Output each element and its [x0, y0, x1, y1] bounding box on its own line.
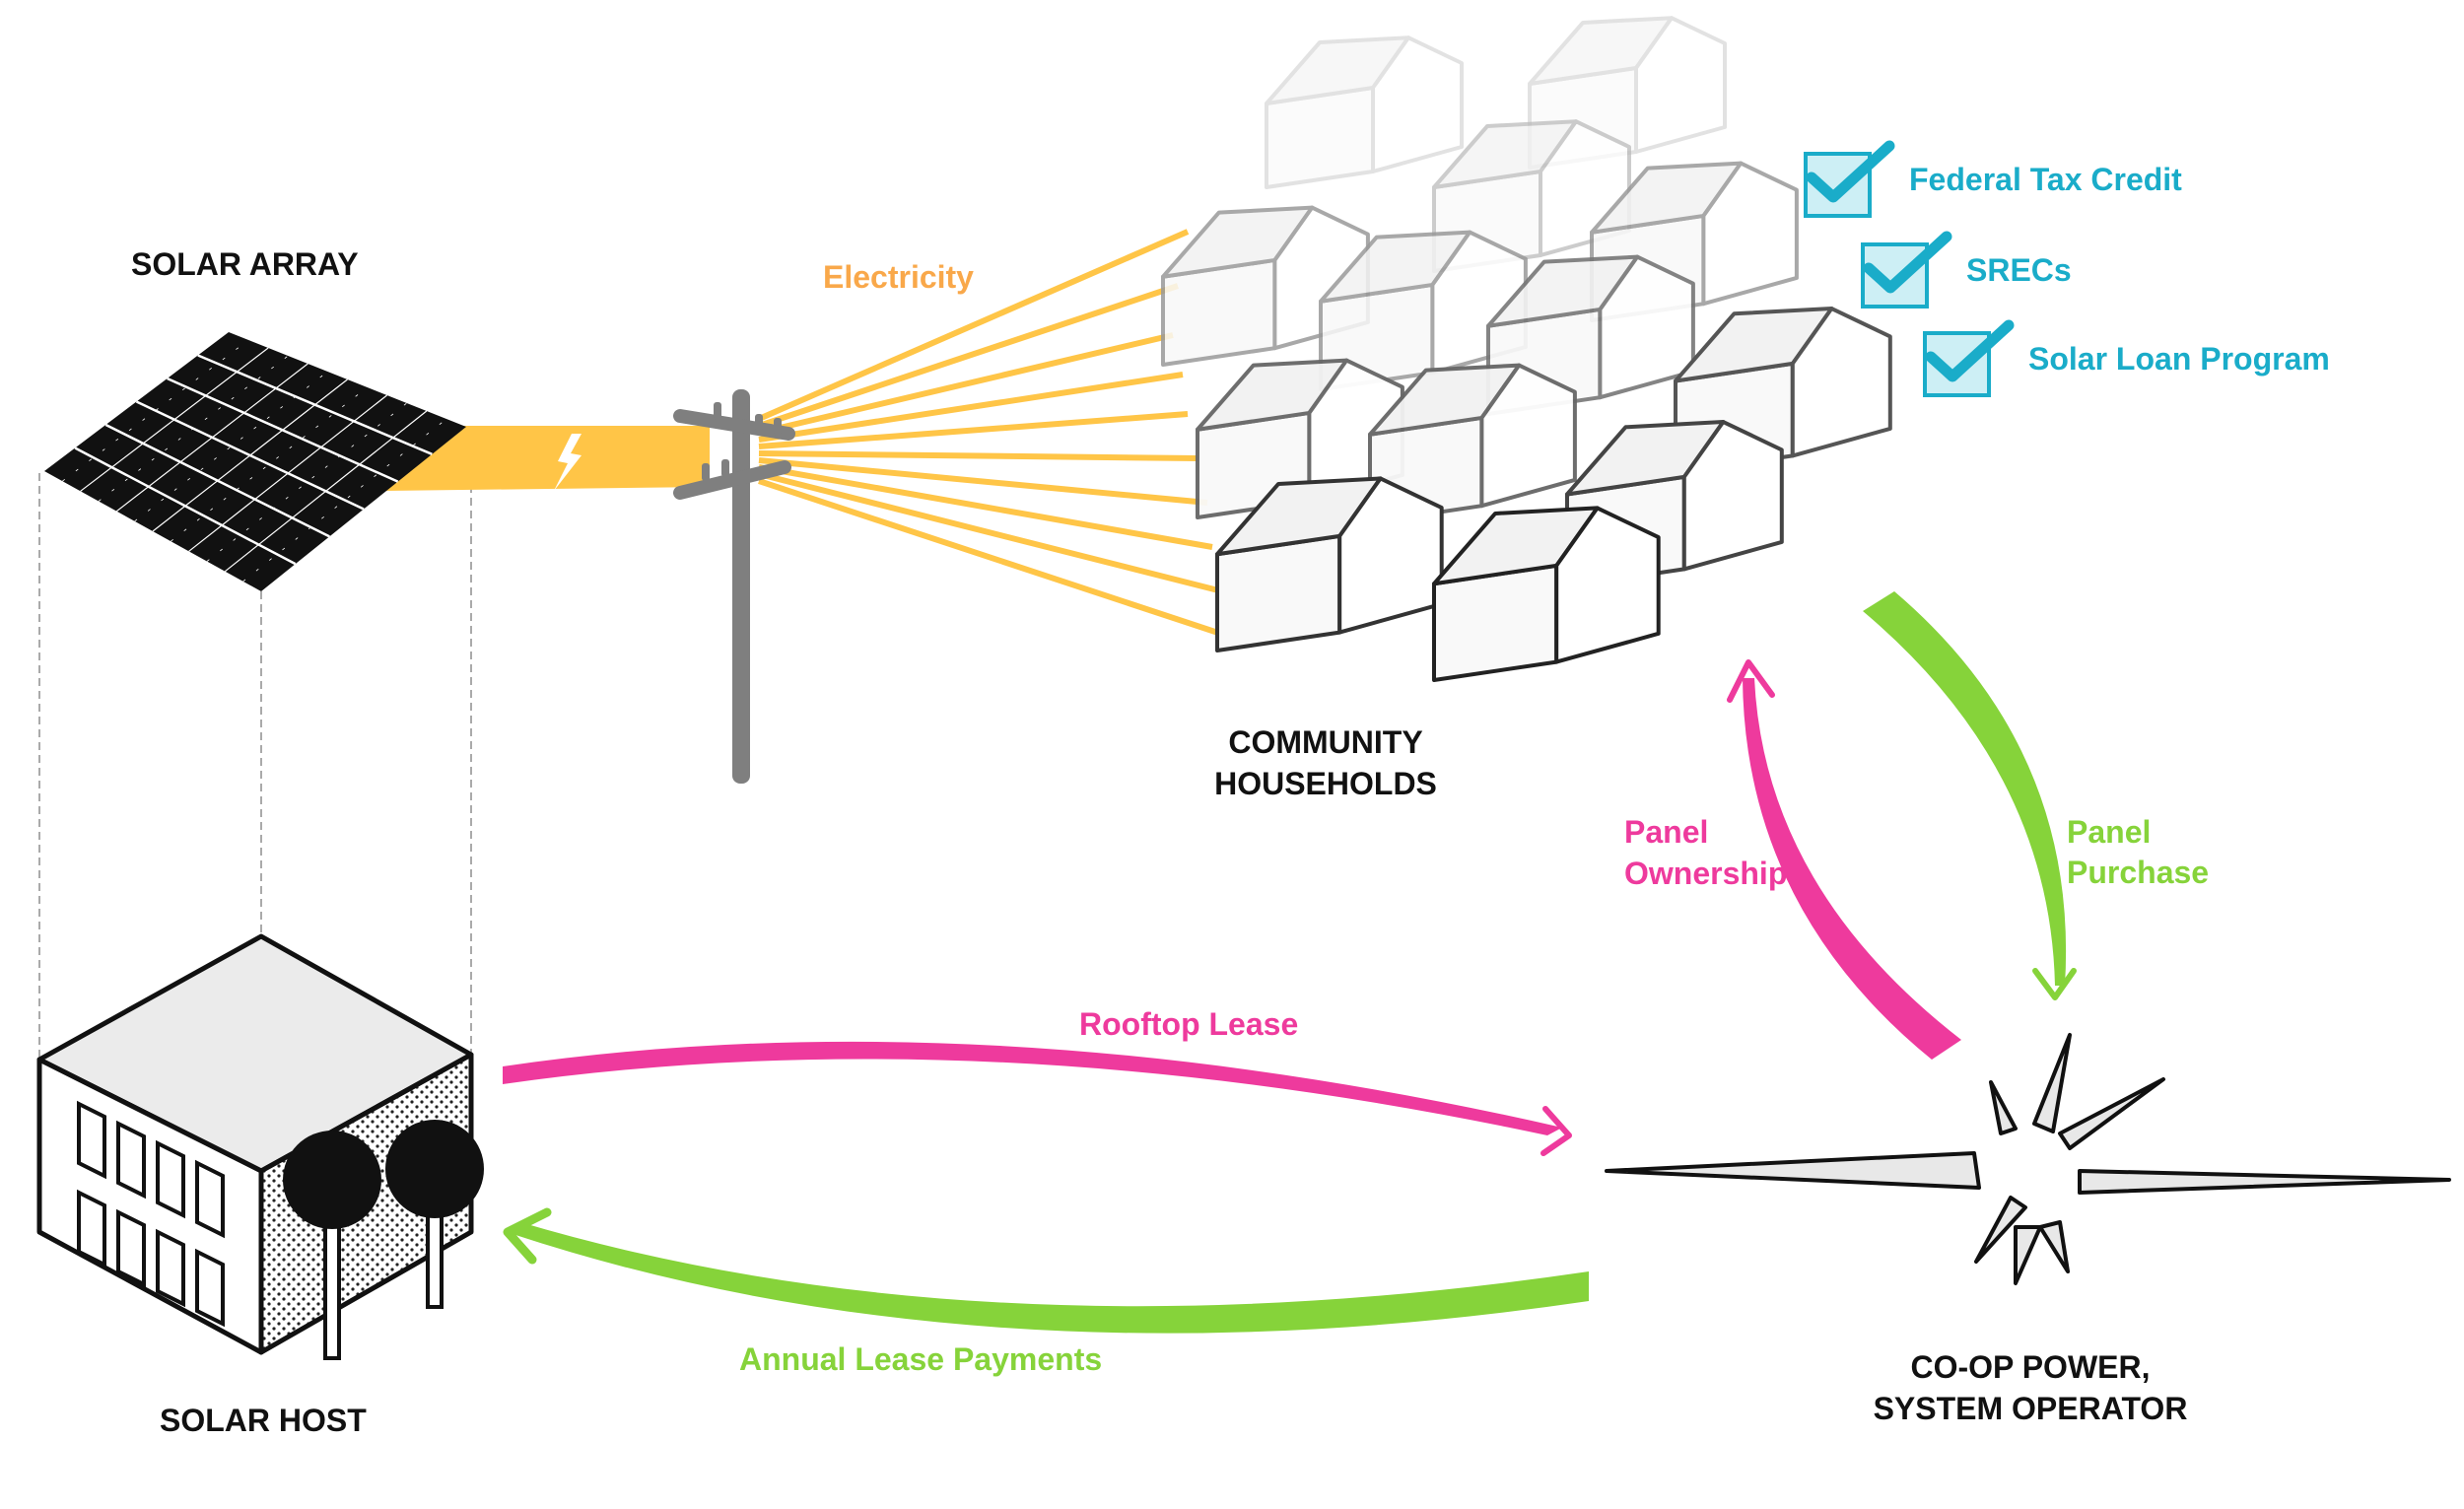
rooftop-lease-arrow — [503, 1041, 1572, 1156]
house-icon — [1161, 205, 1370, 367]
solar-host-label: SOLAR HOST — [160, 1403, 367, 1438]
projection-lines — [38, 434, 472, 1064]
community-households-label-line2: HOUSEHOLDS — [1214, 766, 1437, 801]
incentives-list: Federal Tax Credit SRECs Solar Loan Prog… — [1804, 140, 2330, 397]
electricity-label: Electricity — [823, 259, 974, 295]
svg-text:SRECs: SRECs — [1966, 252, 2072, 288]
annual-lease-payments-label: Annual Lease Payments — [739, 1341, 1102, 1377]
panel-ownership-label-line1: Panel — [1624, 814, 1708, 850]
incentive-federal-tax-credit: Federal Tax Credit — [1804, 140, 2182, 218]
tree-icon — [283, 1131, 381, 1360]
solar-panel-icon — [44, 332, 466, 591]
annual-lease-payments-arrow — [503, 1207, 1589, 1334]
panel-ownership-arrow — [1727, 659, 1961, 1060]
panel-purchase-label-line2: Purchase — [2067, 855, 2209, 890]
coop-power-label-line2: SYSTEM OPERATOR — [1874, 1391, 2188, 1426]
house-icon — [1196, 358, 1404, 519]
house-icon — [1215, 476, 1444, 652]
incentive-solar-loan-program: Solar Loan Program — [1923, 319, 2330, 397]
panel-purchase-label-line1: Panel — [2067, 814, 2151, 850]
coop-power-label-line1: CO-OP POWER, — [1911, 1349, 2151, 1385]
panel-purchase-arrow — [1863, 591, 2077, 1000]
checkbox-check-icon — [1925, 319, 2015, 382]
electricity-distribution-lines — [757, 229, 1228, 639]
community-households-label-line1: COMMUNITY — [1228, 724, 1422, 760]
community-households — [1161, 16, 1892, 682]
house-icon — [1265, 35, 1464, 189]
starburst-icon — [1605, 1033, 2451, 1285]
panel-ownership-label-line2: Ownership — [1624, 856, 1787, 891]
checkbox-check-icon — [1806, 140, 1895, 203]
svg-text:Federal Tax Credit: Federal Tax Credit — [1909, 162, 2182, 197]
solar-array-label: SOLAR ARRAY — [131, 246, 359, 282]
house-icon — [1368, 363, 1577, 524]
utility-pole-icon — [673, 389, 795, 784]
lightning-bolt-icon — [554, 434, 582, 491]
svg-text:Solar Loan Program: Solar Loan Program — [2028, 341, 2330, 377]
checkbox-check-icon — [1863, 231, 1952, 294]
incentive-srecs: SRECs — [1861, 231, 2072, 309]
tree-icon — [385, 1120, 484, 1309]
rooftop-lease-label: Rooftop Lease — [1079, 1006, 1298, 1042]
house-icon — [1432, 506, 1661, 682]
electricity-trunk — [384, 426, 710, 491]
